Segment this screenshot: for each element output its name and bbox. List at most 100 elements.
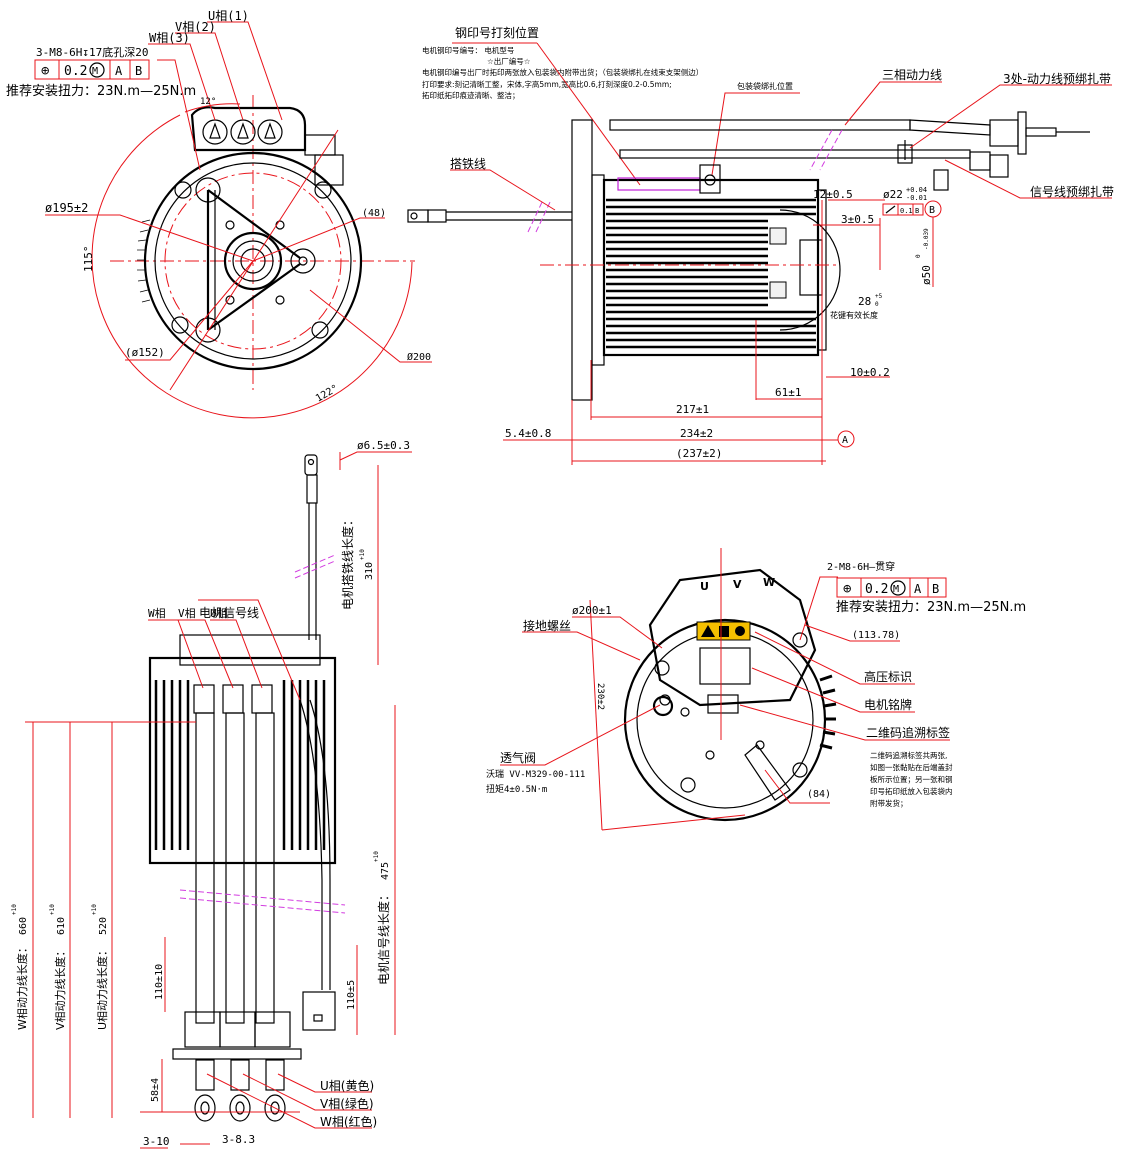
angle-12: 12°	[200, 97, 216, 107]
terminal-w	[193, 684, 215, 714]
signal-length-tol: +10	[373, 851, 380, 862]
ground-screw-label: 接地螺丝	[523, 618, 571, 633]
w-length-value: 660	[18, 917, 29, 935]
leader-d152	[125, 260, 254, 361]
signal-cable-tie-label: 信号线预绑扎带	[1030, 185, 1114, 199]
bolt-circle	[164, 172, 342, 350]
nameplate	[699, 647, 751, 685]
dim-d50: ø50	[920, 265, 933, 285]
leader-ground-screw	[522, 631, 641, 661]
thread-spec: 3-M8-6H↧17底孔深20	[36, 45, 148, 59]
break-mark-1	[809, 129, 833, 171]
dim-3-8-3: 3-8.3	[222, 1133, 255, 1146]
leader-d200	[309, 289, 432, 363]
leader-d65	[339, 451, 412, 461]
cable-harness	[609, 111, 1090, 191]
cable-break-a	[179, 889, 346, 906]
mount-hole-right	[298, 256, 308, 266]
ground-cable-length-label: 电机搭铁线长度：	[340, 514, 355, 610]
dim-10: 10±0.2	[850, 366, 890, 379]
dim-12: 12±0.5	[813, 188, 853, 201]
qr-note-5: 附带发货；	[870, 798, 908, 808]
leader-w	[148, 43, 216, 121]
bolt-bottom	[769, 281, 787, 299]
dim-237: (237±2)	[676, 447, 722, 460]
stamp-position-title: 钢印号打刻位置	[455, 25, 539, 40]
position-symbol: ⊕	[41, 63, 50, 79]
hv-label-text: 高压标识	[864, 669, 912, 684]
v-length-label: V相动力线长度：	[53, 945, 67, 1030]
leader-power-ties	[909, 84, 1112, 149]
vent-torque: 扭矩4±0.5N·m	[486, 783, 547, 795]
rear-thread-spec: 2-M8-6H—贯穿	[827, 560, 895, 573]
dim-d6-5: ø6.5±0.3	[357, 439, 410, 452]
rear-mmc-modifier: M	[893, 584, 899, 595]
hub-inner	[240, 248, 266, 274]
connectors	[172, 991, 336, 1060]
rear-fins	[819, 674, 837, 750]
label-w-phase: W相(3)	[149, 31, 190, 45]
ground-break-2	[535, 199, 552, 233]
rear-view: U V W 230±2 ø2	[486, 548, 1026, 831]
mount-lobe-bottom	[195, 317, 221, 343]
leader-d195	[45, 214, 254, 262]
leader-u-color	[277, 1073, 372, 1093]
leader-u	[207, 21, 283, 121]
runout-value: 0.1	[900, 207, 913, 215]
front-bell	[779, 209, 841, 331]
dim-3-10: 3-10	[143, 1135, 170, 1148]
housing-rim	[154, 162, 352, 360]
angle-12-arc	[184, 103, 241, 113]
dim-d200-rear: ø200±1	[572, 604, 612, 617]
datum-a-label: A	[842, 435, 848, 446]
v-length-tol: +10	[49, 904, 56, 915]
hub-outer	[223, 231, 283, 291]
vent-valve-label: 透气阀	[500, 750, 536, 765]
ground-crimp-top	[306, 474, 318, 504]
ground-cable-length-value: 310	[364, 562, 375, 580]
stamp-note-4: 打印要求:刻记清晰工整，宋体,字高5mm,宽高比0.6,打刻深度0.2-0.5m…	[422, 79, 672, 89]
break-mark-2	[819, 129, 843, 171]
leader-hv	[754, 631, 915, 685]
dim-5-4: 5.4±0.8	[505, 427, 551, 440]
leader-48	[252, 217, 385, 262]
angle-115: 115°	[82, 246, 95, 273]
warning-triangle-icon	[701, 625, 715, 637]
leader-w-color	[206, 1073, 372, 1129]
dim-d22-upper: +0.04	[906, 186, 927, 194]
ground-break-a	[294, 554, 336, 573]
qr-note-3: 板所示位置；另一张和钢	[870, 774, 953, 784]
rear-datum-b: B	[932, 582, 939, 596]
phase-w-label: W相	[148, 607, 166, 620]
ground-crimp	[427, 209, 447, 223]
dim-d22: ø22	[883, 188, 903, 201]
angle-arc	[91, 114, 413, 419]
ground-cable-tol: +10	[359, 549, 366, 560]
terminal-w-letter: W	[763, 576, 775, 589]
dim-d195: ø195±2	[45, 201, 88, 215]
vent-model: 沃瑞 VV-M329-00-111	[486, 768, 585, 780]
leader-signal	[198, 599, 301, 701]
leader-qr	[739, 704, 950, 741]
leader-thread	[157, 59, 201, 171]
stamp-note-5: 拓印纸拓印痕迹清晰、整洁；	[422, 90, 520, 100]
rear-position-tolerance-frame: ⊕ 0.2 M A B	[836, 577, 947, 598]
v-color-label: V相(绿色)	[320, 1096, 374, 1111]
housing-ribs	[206, 189, 301, 331]
rear-torque-note: 推荐安装扭力：23N.m—25N.m	[836, 600, 1026, 615]
mount-lobe-top	[195, 177, 221, 203]
dim-217: 217±1	[676, 403, 709, 416]
u-length-label: U相动力线长度：	[95, 945, 109, 1030]
dim-110-5: 110±5	[346, 980, 357, 1010]
ground-break-b	[294, 560, 336, 579]
ext-230	[601, 814, 746, 831]
leader-vent	[500, 704, 661, 766]
qr-note-2: 如图一张黏贴在后端盖封	[870, 762, 953, 772]
mounting-arm	[744, 744, 791, 801]
rear-tolerance-value: 0.2	[865, 582, 888, 597]
front-view: U相(1) V相(2) W相(3) 3-M8-6H↧17底孔深20 ⊕ 0.2 …	[6, 9, 432, 419]
dim-3: 3±0.5	[841, 213, 874, 226]
dim-d22-lower: -0.01	[906, 194, 927, 202]
dim-48: (48)	[362, 208, 386, 219]
